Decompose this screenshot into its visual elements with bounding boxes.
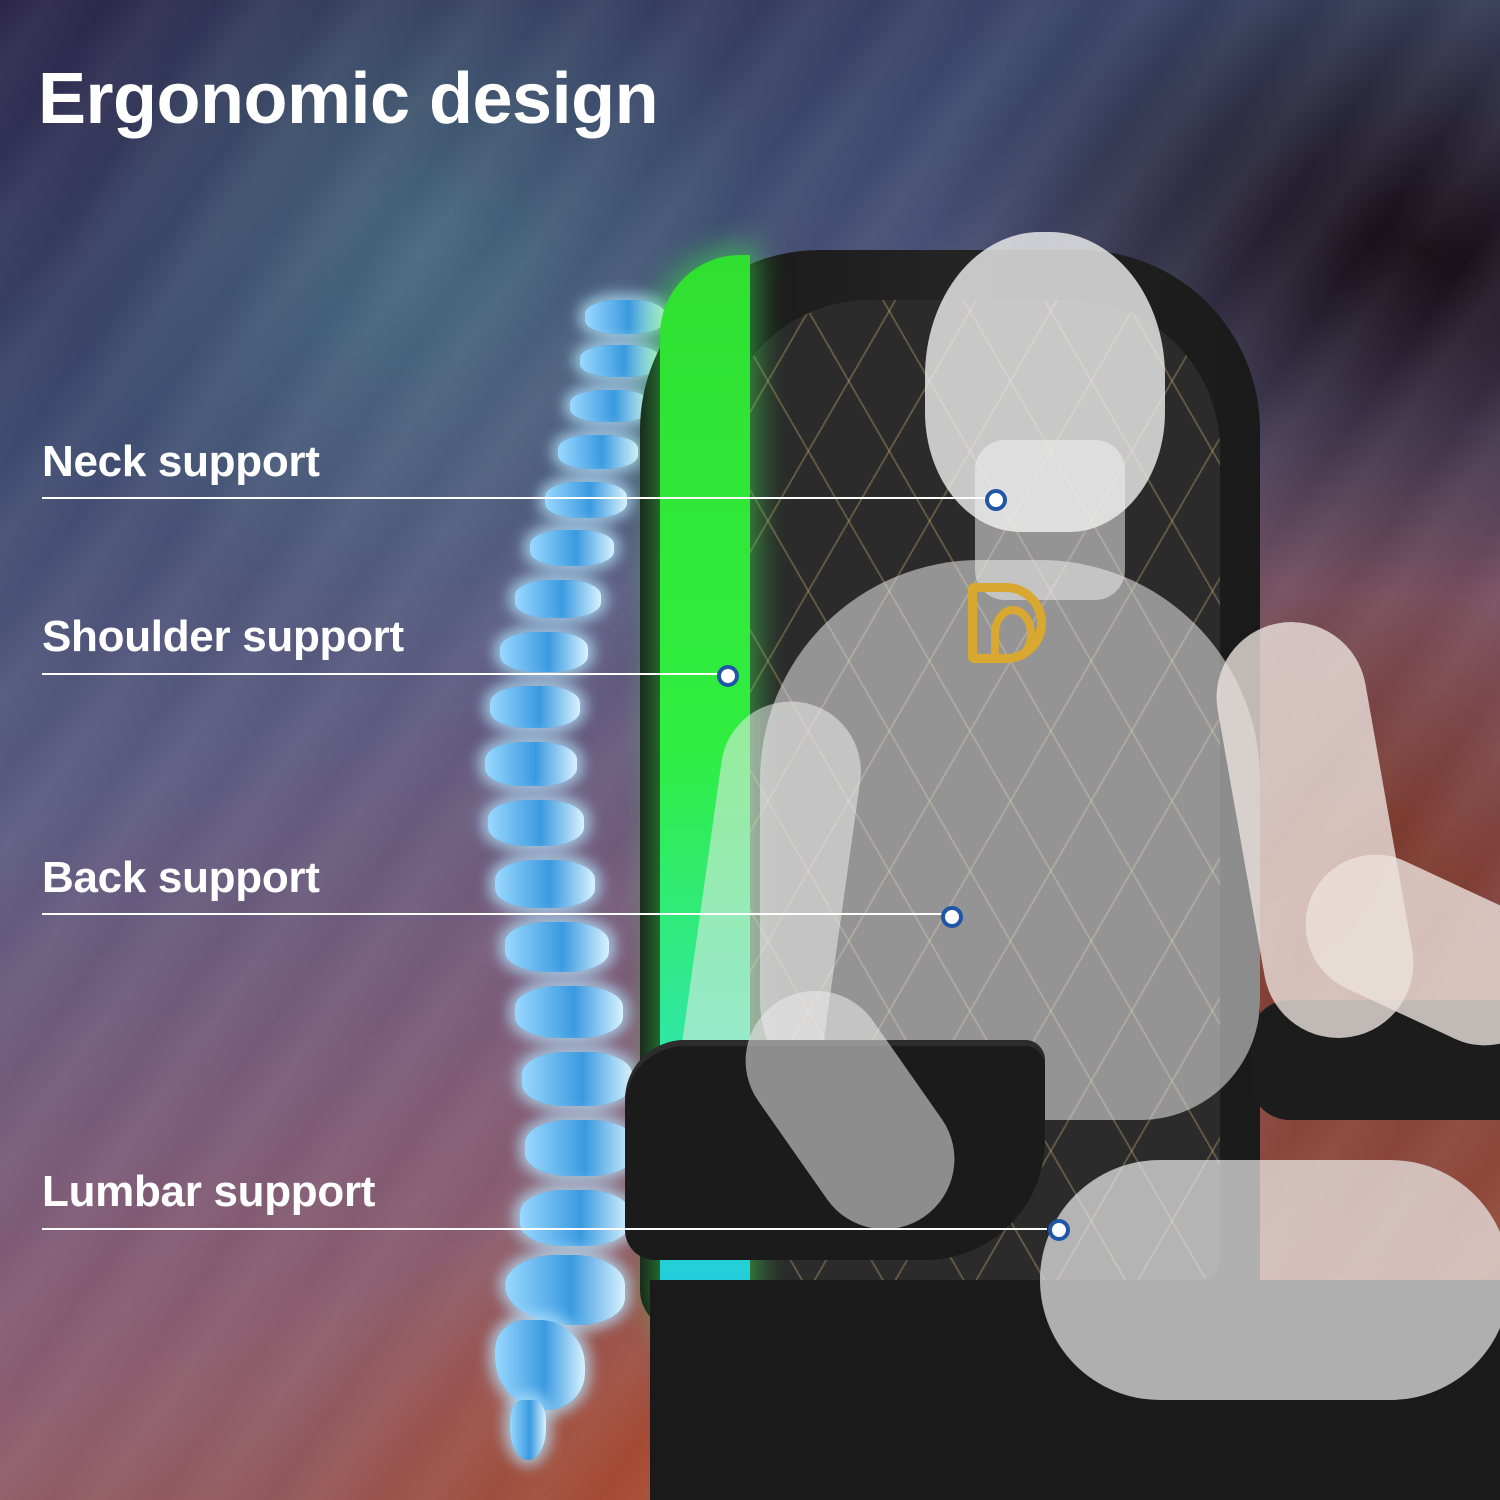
- page-title: Ergonomic design: [38, 59, 659, 139]
- callout-dot-back: [941, 906, 963, 928]
- callout-dot-neck: [985, 489, 1007, 511]
- callout-line-lumbar: [42, 1228, 1047, 1230]
- callout-dot-shoulder: [717, 665, 739, 687]
- brand-logo-icon: [968, 583, 1046, 663]
- callout-label-back: Back support: [42, 853, 320, 902]
- figure-thigh: [1040, 1160, 1500, 1400]
- callout-line-neck: [42, 497, 987, 499]
- callout-label-neck: Neck support: [42, 437, 320, 486]
- callout-label-shoulder: Shoulder support: [42, 612, 404, 661]
- callout-line-shoulder: [42, 673, 717, 675]
- callout-line-back: [42, 913, 942, 915]
- figure-head: [925, 232, 1165, 532]
- callout-dot-lumbar: [1048, 1219, 1070, 1241]
- callout-label-lumbar: Lumbar support: [42, 1167, 376, 1216]
